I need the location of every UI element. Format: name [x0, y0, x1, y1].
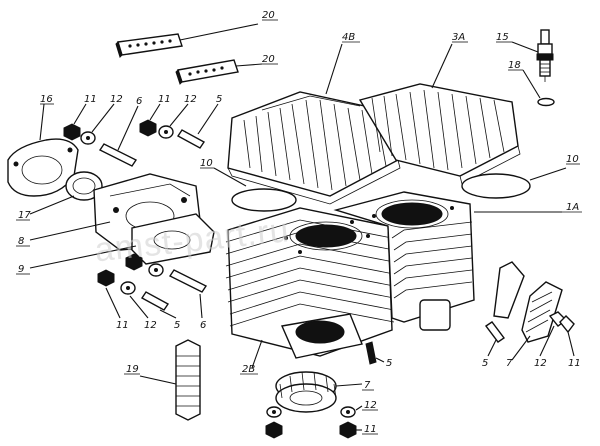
callout-3a: 3A [452, 32, 465, 43]
callout-20-top: 20 [262, 10, 275, 21]
callout-18: 18 [508, 60, 521, 71]
callout-1a: 1A [566, 202, 579, 213]
callout-19: 19 [126, 364, 139, 375]
callout-5-center: 5 [386, 358, 392, 369]
part-7-gear-right [521, 281, 563, 343]
callout-17: 17 [18, 210, 31, 221]
callout-12-lower: 12 [144, 320, 157, 331]
callout-20-second: 20 [262, 54, 275, 65]
callout-6-upper: 6 [136, 96, 142, 107]
part-7-gear-lower [275, 371, 337, 413]
part-5-stud-upper [176, 129, 206, 149]
callout-2b: 2B [242, 364, 255, 375]
callout-11-upper-b: 11 [158, 94, 171, 105]
part-side-bar [493, 261, 525, 319]
callout-7-right: 7 [506, 358, 513, 369]
callout-11-lower: 11 [116, 320, 129, 331]
part-20-strip-top [115, 33, 183, 58]
part-4b-cylinder-head-left [227, 91, 401, 205]
callout-11-upper-a: 11 [84, 94, 97, 105]
callout-10-right: 10 [566, 154, 579, 165]
part-5-stud-lower [140, 291, 170, 311]
callout-4b: 4B [342, 32, 355, 43]
callout-5-upper: 5 [216, 94, 222, 105]
part-6-stud-upper [98, 143, 138, 167]
part-11-nut-right [559, 315, 575, 334]
callout-16: 16 [40, 94, 53, 105]
part-11-nut-lower [97, 269, 115, 287]
callout-5-lower: 5 [174, 320, 180, 331]
callout-12-upper-a: 12 [110, 94, 123, 105]
callout-11-right: 11 [568, 358, 581, 369]
part-15-spark-plug [536, 29, 554, 82]
part-12-washer-upper-b [158, 125, 174, 139]
part-10-gasket-left [231, 188, 297, 212]
callout-11-bottom: 11 [364, 424, 377, 435]
part-3a-cylinder-head-right [358, 83, 521, 185]
part-10-gasket-right [461, 173, 531, 199]
part-12-washer-bottom [340, 406, 356, 418]
part-19-strip [175, 339, 201, 421]
part-2b-intake-port [281, 313, 363, 359]
callout-5-right: 5 [482, 358, 488, 369]
part-9-manifold-gasket [131, 213, 215, 265]
part-12-washer-lower [120, 281, 136, 295]
callout-12-upper-b: 12 [184, 94, 197, 105]
callout-6-lower: 6 [200, 320, 206, 331]
bottom-gear-washers [265, 406, 283, 439]
callout-15: 15 [496, 32, 509, 43]
part-5-stud-right [484, 321, 506, 343]
part-18-washer [537, 97, 555, 107]
callout-labels: 20 20 4B 3A 15 18 16 11 12 6 11 12 5 10 … [16, 10, 582, 435]
part-12-washer-upper-a [80, 131, 96, 145]
part-11-nut-bottom [339, 421, 357, 439]
callout-12-right: 12 [534, 358, 547, 369]
part-1a-cylinder-right [333, 191, 475, 331]
callout-7-lower: 7 [364, 380, 371, 391]
manifold-nuts-cluster [125, 253, 164, 277]
callout-10-left: 10 [200, 158, 213, 169]
part-6-stud-lower [168, 269, 208, 293]
part-5-stud-center [365, 341, 377, 365]
callout-12-bottom: 12 [364, 400, 377, 411]
callout-9: 9 [18, 264, 24, 275]
part-17-seal-ring [65, 171, 103, 201]
part-11-nut-upper-b [139, 119, 157, 137]
part-11-nut-upper-a [63, 123, 81, 141]
callout-8: 8 [18, 236, 24, 247]
part-20-strip-bottom [175, 59, 239, 85]
